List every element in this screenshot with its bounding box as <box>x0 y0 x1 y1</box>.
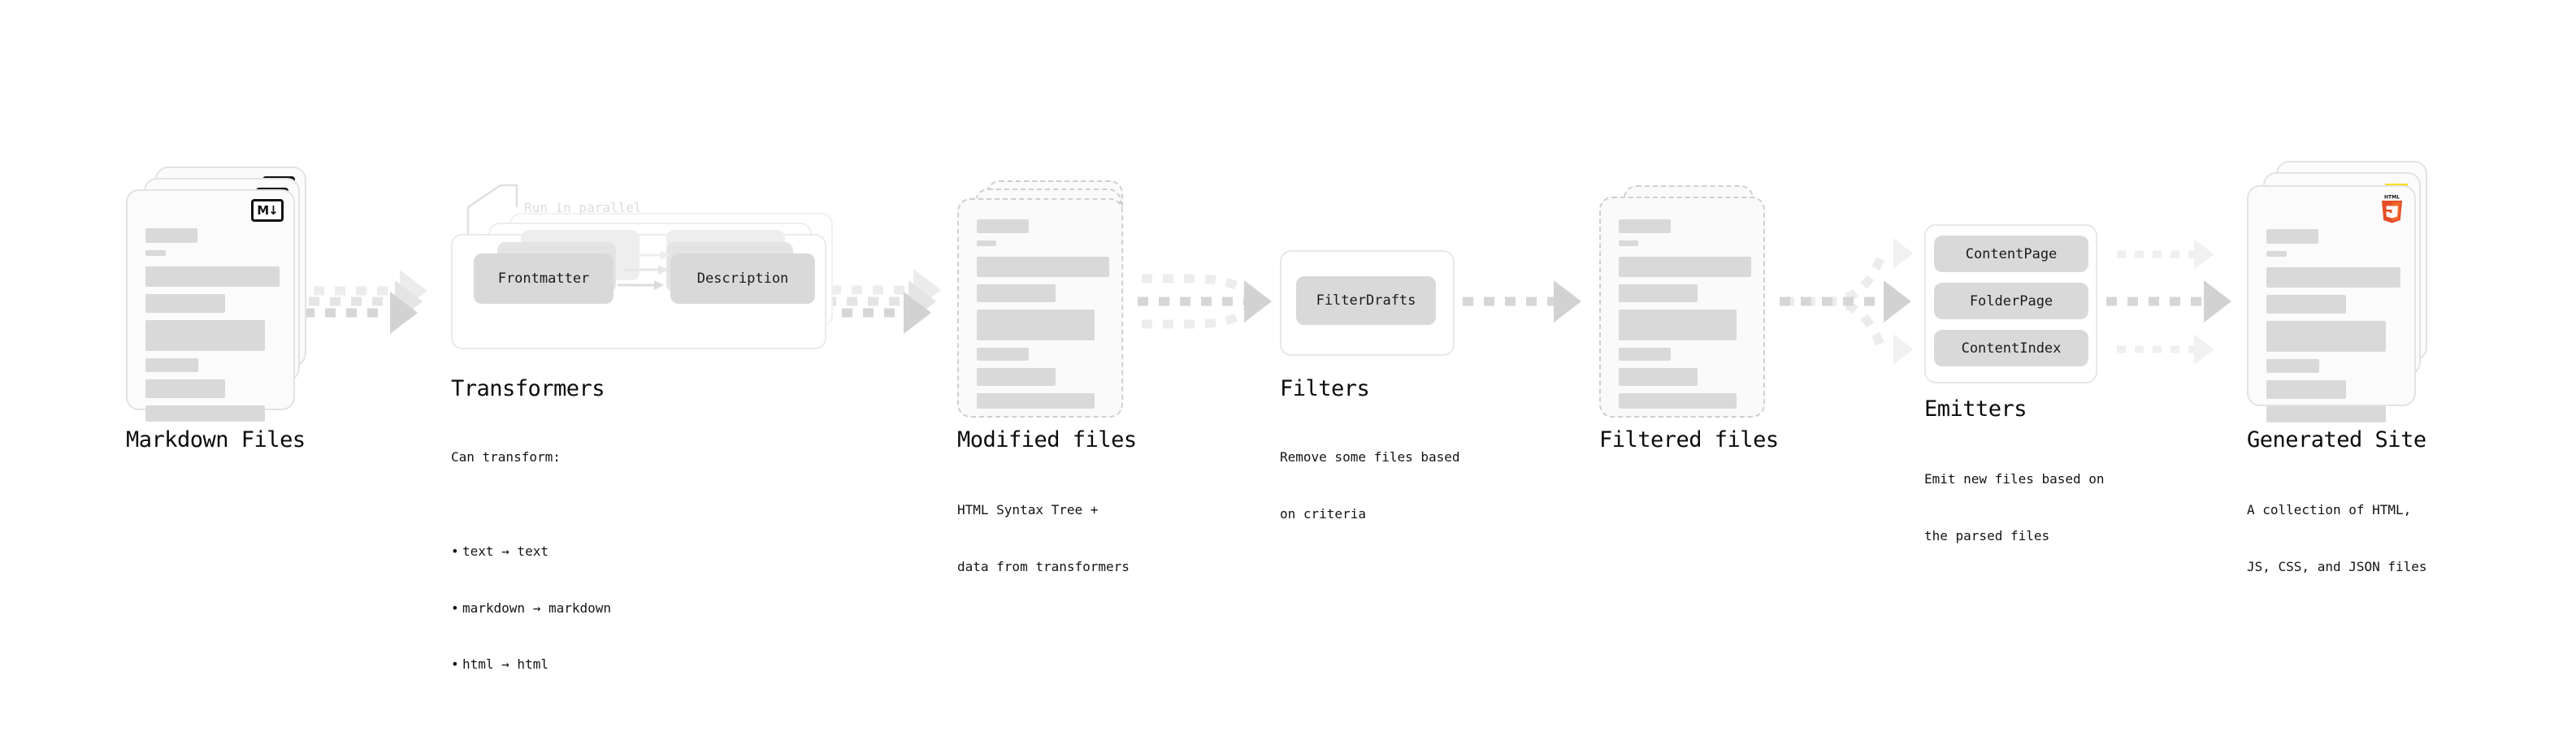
stage-filters: FilterDrafts <box>1280 250 1459 356</box>
connector-modified-to-filters <box>1138 274 1272 329</box>
stage-title-emitters: Emitters <box>1924 396 2027 422</box>
content-bar <box>2266 380 2346 399</box>
content-bar <box>1619 393 1737 409</box>
content-bar <box>2266 229 2318 244</box>
desc-line: the parsed files <box>1924 527 2050 543</box>
content-bar <box>145 228 197 243</box>
stage-desc-generated-site: A collection of HTML, JS, CSS, and JSON … <box>2247 463 2427 614</box>
content-bar <box>2266 295 2346 314</box>
transformers-desc-list: text → text markdown → markdown html → h… <box>451 504 611 712</box>
svg-text:HTML: HTML <box>2384 195 2400 201</box>
markdown-icon: M↓ <box>251 199 284 222</box>
stage-desc-filters: Remove some files based on criteria <box>1280 410 1460 561</box>
modified-card-front[interactable] <box>957 198 1123 418</box>
desc-line: on criteria <box>1280 505 1366 522</box>
run-in-parallel-label: Run in parallel <box>524 200 642 215</box>
html5-icon: HTML <box>2379 193 2405 227</box>
transformer-chip-frontmatter[interactable]: Frontmatter <box>474 253 614 304</box>
desc-line: JS, CSS, and JSON files <box>2247 558 2427 574</box>
filter-chip-filterdrafts[interactable]: FilterDrafts <box>1296 276 1436 325</box>
content-bar <box>977 257 1109 277</box>
connector-layer <box>304 184 2231 365</box>
markdown-card-front[interactable]: M↓ <box>126 189 295 422</box>
connector-md-to-transformers <box>304 270 427 334</box>
stage-title-filtered-files: Filtered files <box>1599 427 1779 452</box>
generated-card-content <box>2266 229 2400 430</box>
connector-filters-to-filtered <box>1463 280 1581 323</box>
content-bar <box>145 266 280 287</box>
emitter-chip-folderpage[interactable]: FolderPage <box>1934 283 2088 319</box>
stage-title-transformers: Transformers <box>451 376 605 401</box>
list-item: html → html <box>462 655 611 673</box>
transformers-desc-heading: Can transform: <box>451 449 561 465</box>
stage-markdown-files: M↓ M↓ M↓ <box>126 167 313 422</box>
content-bar <box>1619 284 1698 302</box>
content-bar <box>977 348 1029 361</box>
content-bar <box>2266 251 2287 257</box>
content-bar <box>1619 310 1737 340</box>
stage-title-markdown-files: Markdown Files <box>126 427 306 452</box>
content-bar <box>977 368 1056 386</box>
list-item: text → text <box>462 542 611 561</box>
stage-modified-files <box>957 180 1144 424</box>
content-bar <box>977 393 1095 409</box>
emitter-chip-contentindex[interactable]: ContentIndex <box>1934 330 2088 366</box>
content-bar <box>1619 257 1751 277</box>
stage-emitters: ContentPage FolderPage ContentIndex <box>1924 224 2111 387</box>
content-bar <box>1619 348 1671 361</box>
diagram-canvas: M↓ M↓ M↓ Markdown Files <box>0 0 2576 681</box>
content-bar <box>145 320 265 351</box>
generated-card-front[interactable]: HTML <box>2247 185 2416 422</box>
content-bar <box>1619 368 1698 386</box>
connector-emitters-to-site <box>2106 239 2231 365</box>
content-bar <box>2266 406 2386 422</box>
content-bar <box>2266 321 2386 352</box>
transformer-inner-arrows <box>618 250 670 290</box>
filtered-card-front[interactable] <box>1599 197 1765 418</box>
content-bar <box>145 379 225 398</box>
stage-title-generated-site: Generated Site <box>2247 427 2426 452</box>
content-bar <box>1619 219 1671 233</box>
desc-line: Emit new files based on <box>1924 471 2105 487</box>
desc-line: HTML Syntax Tree + <box>957 502 1099 518</box>
filtered-card-content <box>1619 219 1751 416</box>
modified-card-content <box>977 219 1109 416</box>
content-bar <box>2266 267 2400 288</box>
content-bar <box>145 294 225 313</box>
stage-desc-modified-files: HTML Syntax Tree + data from transformer… <box>957 463 1130 614</box>
emitter-chip-contentpage[interactable]: ContentPage <box>1934 236 2088 272</box>
content-bar <box>145 358 198 372</box>
transformer-chip-description[interactable]: Description <box>670 253 815 304</box>
content-bar <box>1619 240 1638 246</box>
content-bar <box>2266 359 2319 373</box>
content-bar <box>145 250 166 256</box>
connector-transformers-to-modified <box>821 269 941 334</box>
stage-title-filters: Filters <box>1280 376 1370 401</box>
content-bar <box>977 284 1056 302</box>
stage-desc-transformers: Can transform: text → text markdown → ma… <box>451 410 611 749</box>
run-in-parallel-bracket <box>466 184 518 236</box>
desc-line: Remove some files based <box>1280 449 1460 465</box>
content-bar <box>977 310 1095 340</box>
connector-filtered-to-emitters <box>1780 238 1914 365</box>
stage-title-modified-files: Modified files <box>957 427 1137 452</box>
content-bar <box>977 219 1029 233</box>
stage-generated-site: CSS HTML <box>2247 161 2442 422</box>
markdown-card-content <box>145 228 280 429</box>
content-bar <box>977 240 996 246</box>
stage-desc-emitters: Emit new files based on the parsed files <box>1924 432 2105 583</box>
desc-line: A collection of HTML, <box>2247 502 2412 518</box>
stage-filtered-files <box>1599 185 1786 421</box>
stage-transformers: Frontmatter Description <box>451 213 833 351</box>
list-item: markdown → markdown <box>462 599 611 617</box>
desc-line: data from transformers <box>957 558 1130 574</box>
content-bar <box>145 405 265 422</box>
